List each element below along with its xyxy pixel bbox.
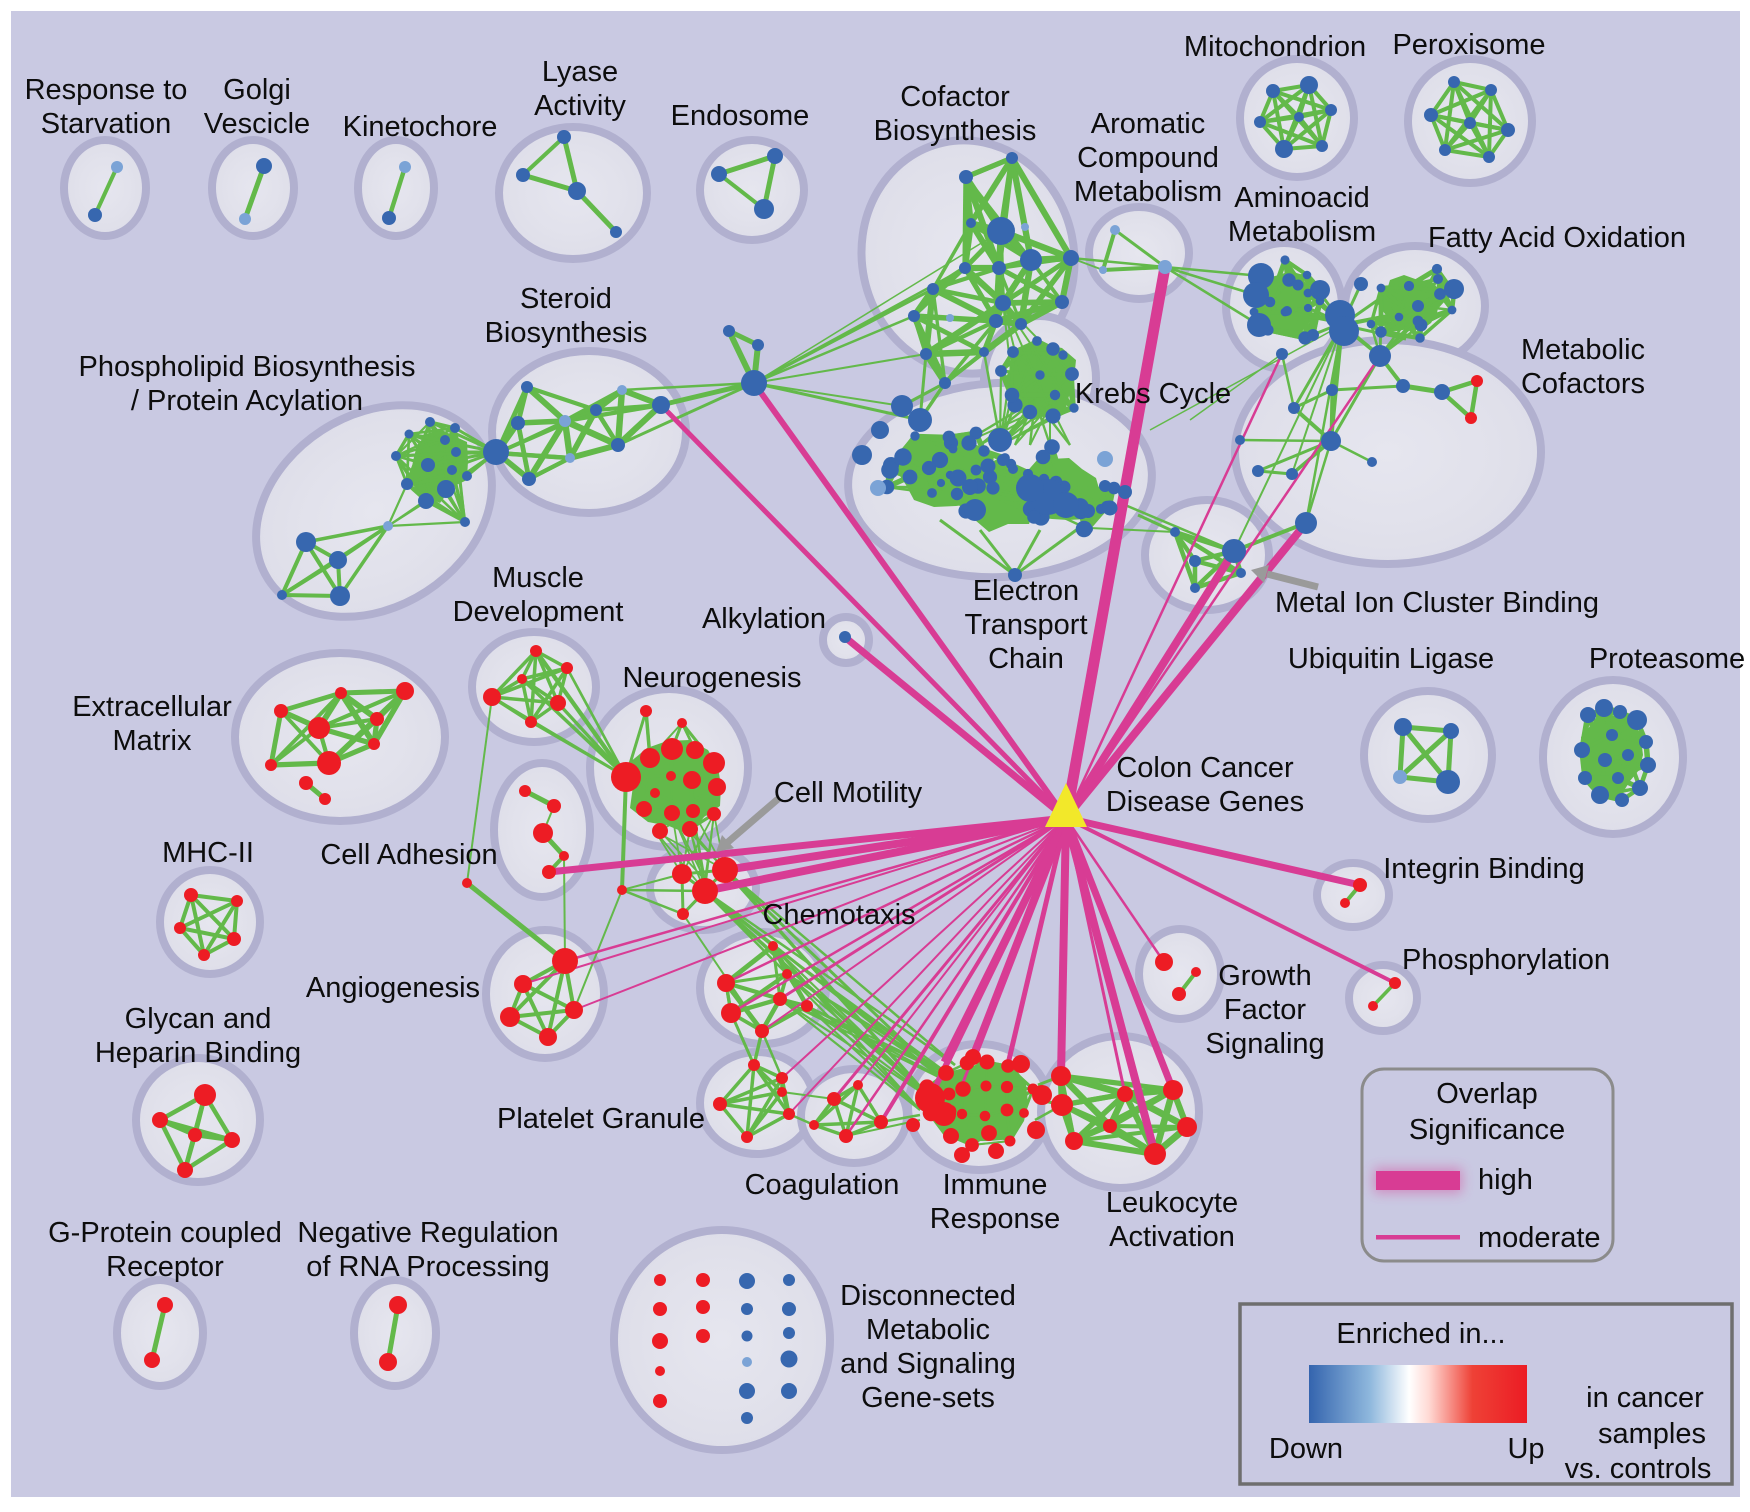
svg-text:Glycan and: Glycan and xyxy=(125,1003,272,1035)
svg-text:Disconnected: Disconnected xyxy=(840,1280,1016,1312)
svg-text:Leukocyte: Leukocyte xyxy=(1106,1187,1238,1219)
svg-text:Lyase: Lyase xyxy=(542,56,618,88)
svg-text:Compound: Compound xyxy=(1077,142,1219,174)
svg-text:Activity: Activity xyxy=(534,90,626,122)
svg-text:Metabolism: Metabolism xyxy=(1074,176,1222,208)
svg-text:and Signaling: and Signaling xyxy=(840,1348,1016,1380)
svg-text:Gene-sets: Gene-sets xyxy=(861,1382,995,1414)
svg-text:Alkylation: Alkylation xyxy=(702,603,826,635)
svg-text:Phosphorylation: Phosphorylation xyxy=(1402,944,1610,976)
svg-text:Electron: Electron xyxy=(973,575,1079,607)
svg-text:Steroid: Steroid xyxy=(520,283,612,315)
svg-text:Overlap: Overlap xyxy=(1436,1078,1538,1110)
svg-text:Receptor: Receptor xyxy=(106,1251,224,1283)
svg-text:Angiogenesis: Angiogenesis xyxy=(306,972,480,1004)
svg-text:Metabolism: Metabolism xyxy=(1228,216,1376,248)
svg-text:Ubiquitin Ligase: Ubiquitin Ligase xyxy=(1288,643,1494,675)
svg-text:Cofactors: Cofactors xyxy=(1521,368,1645,400)
svg-text:of RNA Processing: of RNA Processing xyxy=(306,1251,549,1283)
svg-text:moderate: moderate xyxy=(1478,1222,1601,1254)
svg-text:Cell Adhesion: Cell Adhesion xyxy=(320,839,497,871)
svg-text:Muscle: Muscle xyxy=(492,562,584,594)
svg-text:Phospholipid Biosynthesis: Phospholipid Biosynthesis xyxy=(79,351,416,383)
svg-text:Activation: Activation xyxy=(1109,1221,1235,1253)
svg-text:Signaling: Signaling xyxy=(1205,1028,1324,1060)
svg-text:Cell Motility: Cell Motility xyxy=(774,777,923,809)
svg-text:Aminoacid: Aminoacid xyxy=(1234,182,1369,214)
svg-text:Metabolic: Metabolic xyxy=(866,1314,990,1346)
svg-text:in cancer: in cancer xyxy=(1586,1382,1704,1414)
svg-text:Peroxisome: Peroxisome xyxy=(1392,29,1545,61)
svg-text:Heparin Binding: Heparin Binding xyxy=(95,1037,301,1069)
svg-text:Up: Up xyxy=(1507,1433,1544,1465)
svg-text:Aromatic: Aromatic xyxy=(1091,108,1205,140)
svg-text:Kinetochore: Kinetochore xyxy=(343,111,498,143)
svg-text:Transport: Transport xyxy=(964,609,1087,641)
svg-text:Chain: Chain xyxy=(988,643,1064,675)
svg-text:Vescicle: Vescicle xyxy=(204,108,310,140)
svg-text:Down: Down xyxy=(1269,1433,1343,1465)
svg-text:Growth: Growth xyxy=(1218,960,1311,992)
svg-text:Coagulation: Coagulation xyxy=(745,1169,900,1201)
svg-text:Mitochondrion: Mitochondrion xyxy=(1184,31,1366,63)
svg-text:Chemotaxis: Chemotaxis xyxy=(762,899,915,931)
svg-text:Neurogenesis: Neurogenesis xyxy=(623,662,802,694)
svg-text:samples: samples xyxy=(1598,1418,1706,1450)
svg-text:Platelet Granule: Platelet Granule xyxy=(497,1103,705,1135)
svg-text:Enriched in...: Enriched in... xyxy=(1336,1318,1505,1350)
svg-text:Metal Ion Cluster Binding: Metal Ion Cluster Binding xyxy=(1275,587,1599,619)
svg-text:Biosynthesis: Biosynthesis xyxy=(874,115,1037,147)
svg-text:Fatty Acid Oxidation: Fatty Acid Oxidation xyxy=(1428,222,1686,254)
svg-text:MHC-II: MHC-II xyxy=(162,837,254,869)
svg-text:Metabolic: Metabolic xyxy=(1521,334,1645,366)
svg-text:Endosome: Endosome xyxy=(671,100,810,132)
svg-text:Starvation: Starvation xyxy=(41,108,172,140)
svg-text:G-Protein coupled: G-Protein coupled xyxy=(48,1217,282,1249)
svg-text:high: high xyxy=(1478,1164,1533,1196)
svg-text:/ Protein Acylation: / Protein Acylation xyxy=(131,385,363,417)
svg-text:Extracellular: Extracellular xyxy=(72,691,232,723)
svg-text:Factor: Factor xyxy=(1224,994,1307,1026)
svg-text:Integrin Binding: Integrin Binding xyxy=(1383,853,1585,885)
svg-text:Matrix: Matrix xyxy=(113,725,192,757)
svg-text:Colon Cancer: Colon Cancer xyxy=(1116,752,1294,784)
svg-text:vs. controls: vs. controls xyxy=(1565,1453,1712,1485)
svg-text:Biosynthesis: Biosynthesis xyxy=(485,317,648,349)
svg-text:Negative Regulation: Negative Regulation xyxy=(297,1217,558,1249)
svg-text:Disease Genes: Disease Genes xyxy=(1106,786,1304,818)
svg-text:Significance: Significance xyxy=(1409,1114,1565,1146)
svg-text:Response to: Response to xyxy=(25,74,188,106)
svg-text:Development: Development xyxy=(453,596,624,628)
svg-text:Proteasome: Proteasome xyxy=(1589,643,1745,675)
svg-text:Response: Response xyxy=(930,1203,1061,1235)
svg-text:Cofactor: Cofactor xyxy=(900,81,1010,113)
svg-text:Krebs Cycle: Krebs Cycle xyxy=(1075,378,1231,410)
svg-text:Immune: Immune xyxy=(943,1169,1048,1201)
svg-text:Golgi: Golgi xyxy=(223,74,291,106)
